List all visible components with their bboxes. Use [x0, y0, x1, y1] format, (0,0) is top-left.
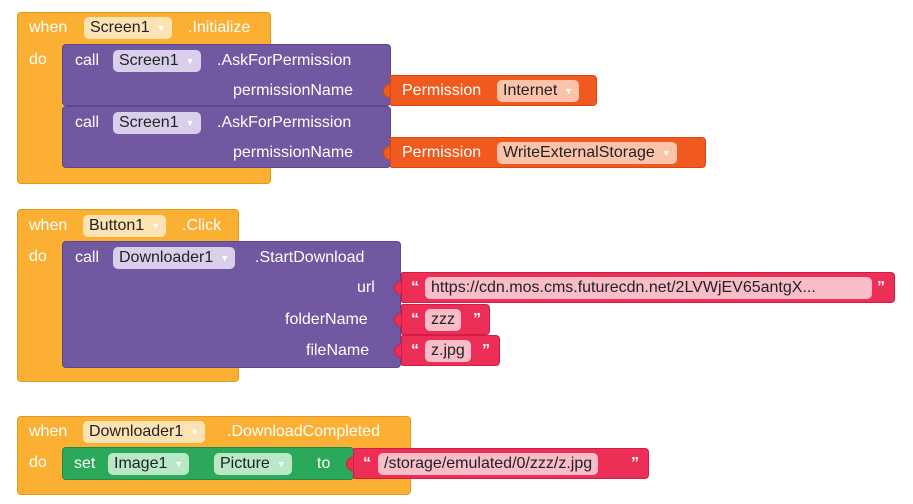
property-dropdown-picture[interactable]: Picture ▼: [214, 453, 292, 475]
arg-label-permission-name: permissionName: [233, 82, 354, 99]
chevron-down-icon: ▼: [156, 23, 166, 33]
url-text-field[interactable]: https://cdn.mos.cms.futurecdn.net/2LVWjE…: [425, 277, 872, 299]
component-dropdown-downloader1[interactable]: Downloader1 ▼: [113, 247, 236, 269]
url-string-block[interactable]: “ https://cdn.mos.cms.futurecdn.net/2LVW…: [401, 272, 895, 303]
close-quote-icon: ”: [877, 279, 885, 296]
close-quote-icon: ”: [473, 311, 481, 328]
chevron-down-icon: ▼: [151, 221, 161, 231]
component-dropdown-screen1[interactable]: Screen1 ▼: [84, 17, 172, 39]
component-dropdown-screen1[interactable]: Screen1 ▼: [113, 112, 201, 134]
start-download-call-block[interactable]: call Downloader1 ▼ .StartDownload url fo…: [62, 241, 401, 368]
chevron-down-icon: ▼: [185, 118, 195, 128]
input-connector: [394, 281, 402, 295]
do-keyword: do: [29, 454, 47, 471]
event-name: .Initialize: [188, 19, 251, 36]
component-label: Downloader1: [89, 423, 184, 440]
input-connector: [394, 313, 402, 327]
open-quote-icon: “: [411, 279, 419, 296]
set-image-picture-block[interactable]: set Image1 ▼ . Picture ▼ to: [62, 447, 354, 480]
file-name-value: z.jpg: [431, 342, 465, 359]
component-dropdown-downloader1[interactable]: Downloader1 ▼: [83, 421, 206, 443]
component-label: Screen1: [119, 52, 179, 69]
component-label: Downloader1: [119, 249, 214, 266]
input-connector: [383, 146, 391, 160]
arg-label-permission-name: permissionName: [233, 144, 354, 161]
ask-permission-call-block-2[interactable]: call Screen1 ▼ .AskForPermission permiss…: [62, 106, 391, 168]
chevron-down-icon: ▼: [564, 86, 574, 96]
arg-label-file-name: fileName: [306, 342, 370, 359]
set-keyword: set: [74, 455, 96, 472]
event-name: .Click: [182, 217, 222, 234]
folder-name-value: zzz: [431, 311, 455, 328]
chevron-down-icon: ▼: [276, 459, 286, 469]
input-connector: [346, 457, 354, 471]
when-keyword: when: [29, 19, 68, 36]
picture-path-text-field[interactable]: /storage/emulated/0/zzz/z.jpg: [378, 453, 599, 475]
open-quote-icon: “: [363, 455, 371, 472]
permission-value: Internet: [503, 82, 558, 99]
component-label: Screen1: [119, 114, 179, 131]
permission-dropdown-write-external-storage[interactable]: WriteExternalStorage ▼: [497, 142, 677, 164]
to-keyword: to: [317, 455, 331, 472]
method-name: .AskForPermission: [217, 114, 352, 131]
file-name-string-block[interactable]: “ z.jpg ”: [401, 335, 500, 366]
folder-name-text-field[interactable]: zzz: [425, 309, 461, 331]
chevron-down-icon: ▼: [174, 459, 184, 469]
arg-label-folder-name: folderName: [285, 311, 368, 328]
chevron-down-icon: ▼: [190, 427, 200, 437]
ask-permission-call-block-1[interactable]: call Screen1 ▼ .AskForPermission permiss…: [62, 44, 391, 106]
when-keyword: when: [29, 217, 68, 234]
component-dropdown-image1[interactable]: Image1 ▼: [108, 453, 190, 475]
property-label: Picture: [220, 455, 270, 472]
open-quote-icon: “: [411, 342, 419, 359]
close-quote-icon: ”: [482, 342, 490, 359]
call-keyword: call: [75, 249, 100, 266]
close-quote-icon: ”: [631, 455, 639, 472]
event-name: .DownloadCompleted: [227, 423, 380, 440]
chevron-down-icon: ▼: [661, 148, 671, 158]
url-value: https://cdn.mos.cms.futurecdn.net/2LVWjE…: [431, 279, 816, 296]
picture-path-value: /storage/emulated/0/zzz/z.jpg: [384, 455, 593, 472]
chevron-down-icon: ▼: [220, 253, 230, 263]
when-keyword: when: [29, 423, 68, 440]
call-keyword: call: [75, 114, 100, 131]
permission-label: Permission: [402, 82, 482, 99]
component-label: Image1: [114, 455, 168, 472]
input-connector: [394, 344, 402, 358]
call-keyword: call: [75, 52, 100, 69]
file-name-text-field[interactable]: z.jpg: [425, 340, 471, 362]
folder-name-string-block[interactable]: “ zzz ”: [401, 304, 490, 335]
do-keyword: do: [29, 51, 47, 68]
open-quote-icon: “: [411, 311, 419, 328]
chevron-down-icon: ▼: [185, 56, 195, 66]
method-name: .StartDownload: [255, 249, 365, 266]
arg-label-url: url: [357, 279, 375, 296]
component-dropdown-button1[interactable]: Button1 ▼: [83, 215, 167, 237]
permission-dropdown-internet[interactable]: Internet ▼: [497, 80, 580, 102]
method-name: .AskForPermission: [217, 52, 352, 69]
permission-label: Permission: [402, 144, 482, 161]
permission-value-block[interactable]: Permission WriteExternalStorage ▼: [390, 137, 706, 168]
input-connector: [383, 84, 391, 98]
component-label: Button1: [89, 217, 145, 234]
picture-path-string-block[interactable]: “ /storage/emulated/0/zzz/z.jpg ”: [353, 448, 649, 479]
component-label: Screen1: [90, 19, 150, 36]
permission-value-block[interactable]: Permission Internet ▼: [390, 75, 597, 106]
permission-value: WriteExternalStorage: [503, 144, 655, 161]
do-keyword: do: [29, 248, 47, 265]
component-dropdown-screen1[interactable]: Screen1 ▼: [113, 50, 201, 72]
